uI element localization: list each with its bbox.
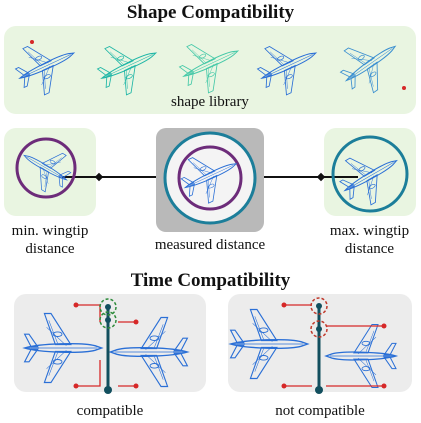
- wingtip-dot: [30, 40, 34, 44]
- endpoint-dot: [381, 323, 387, 329]
- not-compatible-label: not compatible: [275, 403, 365, 419]
- library-plane-4: [250, 29, 328, 102]
- measured-inner-ring: [177, 145, 243, 211]
- not-compatible-plane-left: [229, 308, 309, 380]
- min-wingtip-distance-label: min. wingtip distance: [11, 223, 89, 257]
- diamond-marker: [94, 172, 104, 182]
- compatible-bracket: [76, 304, 136, 387]
- mismatch-circle-top: [310, 297, 328, 315]
- shape-library-label: shape library: [171, 94, 249, 110]
- endpoint-dot: [133, 383, 139, 389]
- match-dot: [105, 304, 111, 310]
- mismatch-circle-bottom: [310, 320, 328, 338]
- endpoint-dot: [73, 383, 79, 389]
- compatible-plane-right: [109, 316, 189, 388]
- not-compatible-bracket: [284, 304, 384, 387]
- max-distance-ring: [331, 135, 409, 213]
- min-distance-panel: [4, 128, 96, 216]
- endpoint-dot: [73, 302, 79, 308]
- match-dot: [105, 317, 111, 323]
- wingtip-dot: [402, 86, 406, 90]
- measured-distance-label: measured distance: [154, 237, 266, 253]
- endpoint-dot: [281, 302, 287, 308]
- time-axis-base: [315, 386, 323, 394]
- library-plane-1: [8, 29, 86, 102]
- match-circle-bottom: [99, 311, 117, 329]
- library-plane-5: [331, 25, 411, 102]
- match-circle-top: [99, 298, 117, 316]
- library-plane-3: [172, 27, 250, 100]
- not-compatible-plane-right: [325, 323, 397, 389]
- endpoint-dot: [381, 383, 387, 389]
- shape-compatibility-title: Shape Compatibility: [126, 2, 295, 23]
- compatible-label: compatible: [76, 403, 144, 419]
- compatible-panel: [14, 294, 206, 392]
- endpoint-dot: [133, 319, 139, 325]
- library-plane-2: [90, 29, 168, 102]
- mismatch-dot: [316, 326, 322, 332]
- min-distance-ring: [15, 137, 77, 199]
- diamond-marker: [316, 172, 326, 182]
- compatible-plane-left: [23, 312, 103, 384]
- endpoint-dot: [281, 383, 287, 389]
- mismatch-dot: [316, 303, 322, 309]
- time-compatibility-title: Time Compatibility: [130, 270, 291, 291]
- max-wingtip-distance-label: max. wingtip distance: [329, 223, 410, 257]
- shape-library-panel: [4, 26, 416, 114]
- time-axis-base: [104, 386, 112, 394]
